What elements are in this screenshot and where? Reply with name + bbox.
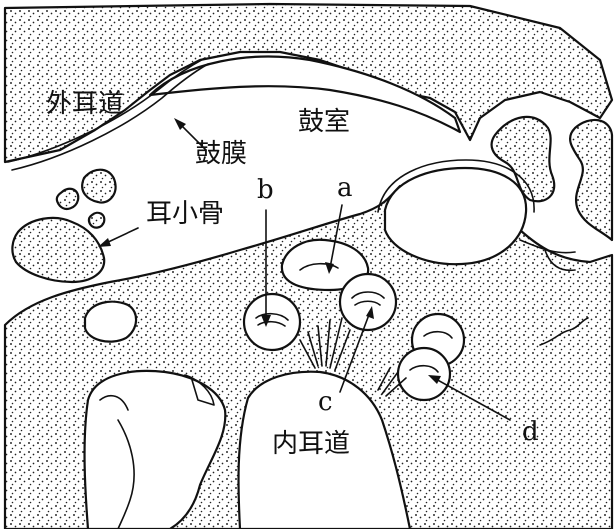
label-a: a [337,173,353,203]
canal-d [398,348,450,400]
label-ossicles: 耳小骨 [146,199,224,229]
large-vestibular-cavity [385,168,526,264]
label-b: b [257,175,274,205]
left-oval-cavity [85,302,136,342]
label-external-auditory-canal: 外耳道 [46,89,124,119]
label-internal-auditory-canal: 内耳道 [272,429,350,459]
right-edge-bone-fragment [570,120,612,240]
canal-b [244,294,300,350]
label-d: d [522,417,539,447]
pointer-ossicles [98,228,138,247]
label-eardrum: 鼓膜 [195,139,247,169]
ossicle-fragment-tiny [89,213,104,228]
ossicle-fragment-top [82,170,115,203]
canal-c [340,274,396,330]
label-tympanic-cavity: 鼓室 [298,107,350,137]
ossicle-fragment-large [12,218,104,282]
ossicle-fragment-small [57,189,78,209]
label-c: c [318,387,333,417]
